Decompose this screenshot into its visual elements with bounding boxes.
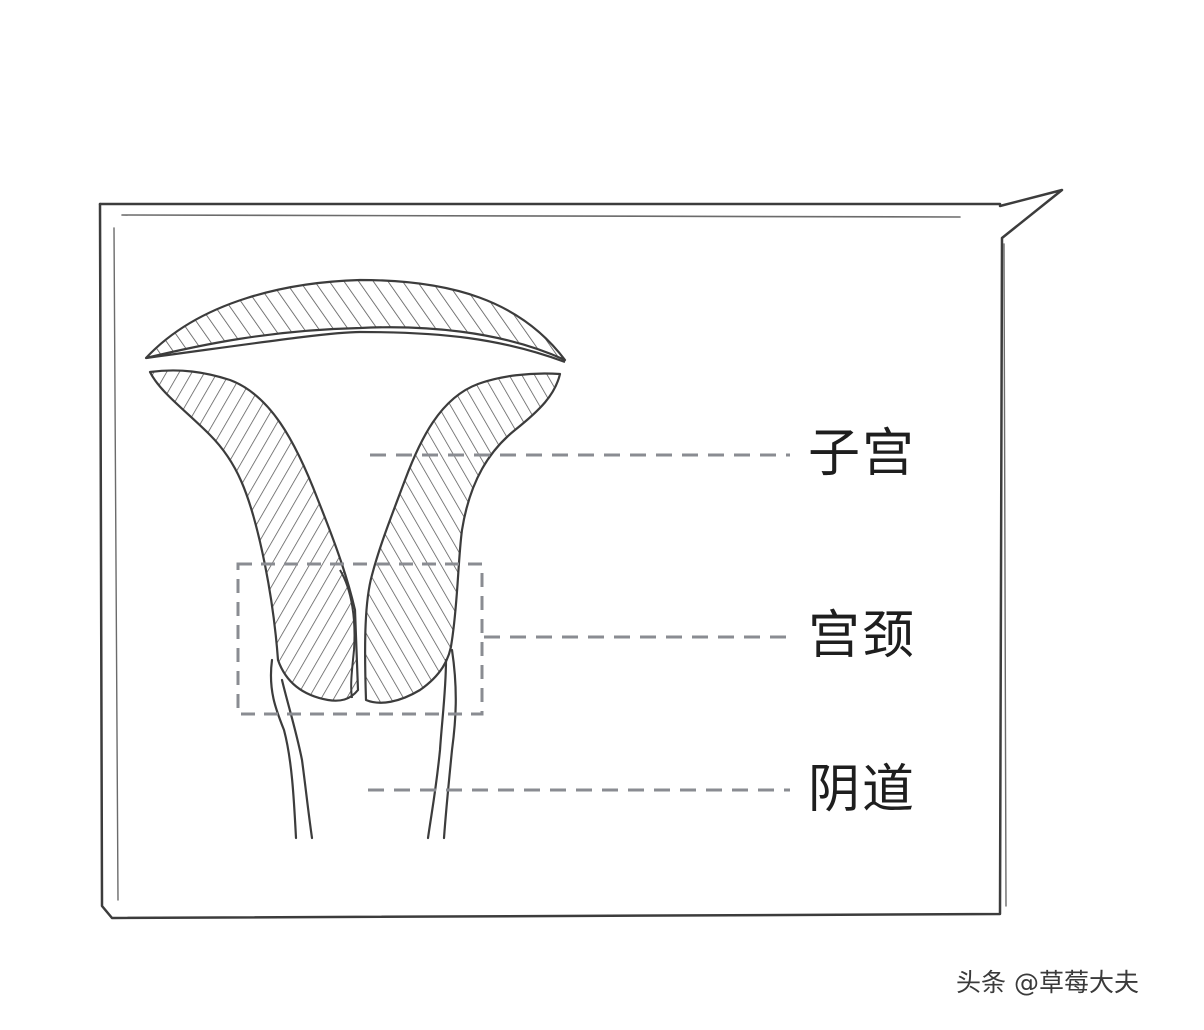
frame-border: [98, 188, 1064, 920]
cervix-highlight-box: [236, 562, 484, 716]
vagina-walls: [269, 648, 457, 840]
leader-lines: [368, 453, 790, 792]
uterus-left-wall: [148, 369, 360, 702]
uterus-fundus: [144, 278, 567, 364]
uterus-label: 子宫: [808, 424, 917, 484]
cervix-label: 宫颈: [808, 606, 917, 666]
vagina-label: 阴道: [808, 760, 917, 820]
uterus-right-wall: [364, 372, 562, 704]
watermark: 头条 @草莓大夫: [956, 968, 1139, 997]
cervical-canal: [339, 569, 356, 699]
